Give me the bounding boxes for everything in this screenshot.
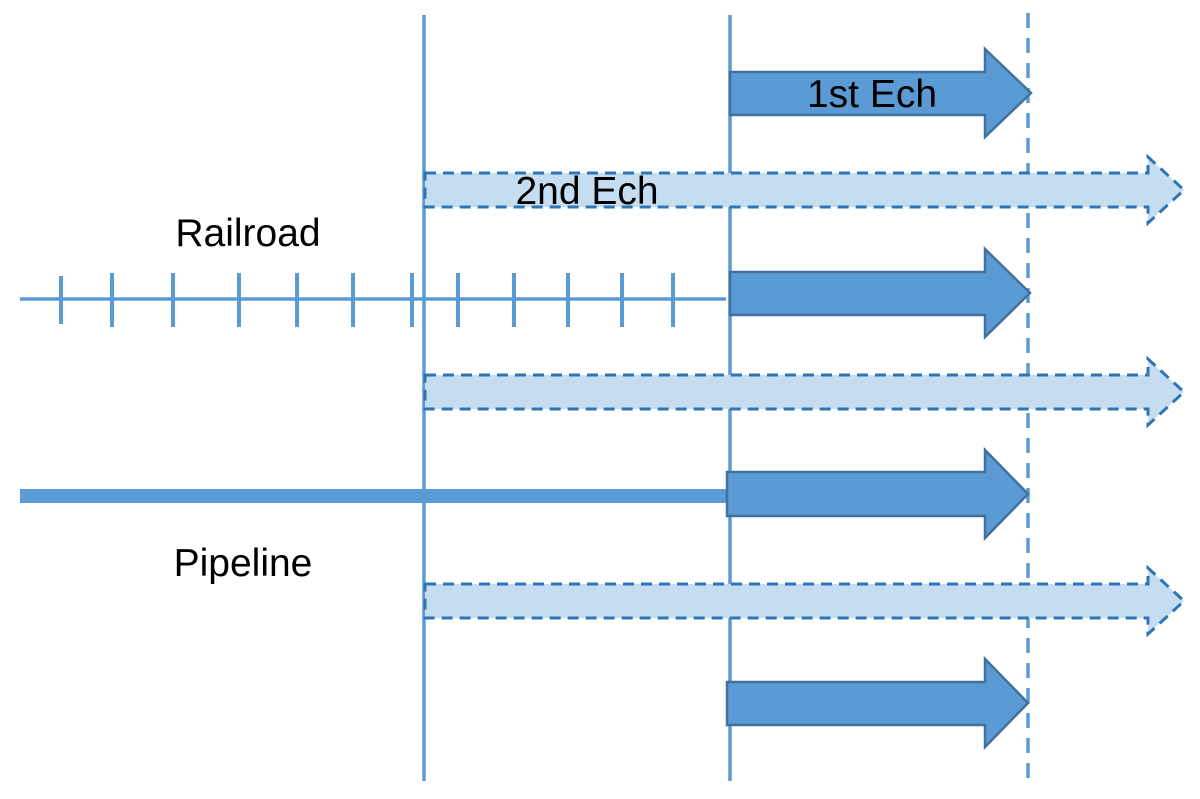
- pipeline-bar: [20, 489, 727, 503]
- pipeline-label: Pipeline: [174, 542, 313, 585]
- second-echelon-label: 2nd Ech: [515, 170, 658, 213]
- pipeline-solid-arrow: [725, 446, 1030, 542]
- railroad-track: [20, 273, 726, 327]
- railroad-solid-arrow: [728, 246, 1032, 340]
- first-echelon-arrow: [728, 46, 1033, 140]
- railroad-dashed-arrow: [423, 355, 1187, 429]
- second-echelon-arrow: [423, 153, 1187, 227]
- first-echelon-label: 1st Ech: [807, 73, 937, 116]
- pipeline-dashed-arrow: [423, 564, 1187, 638]
- railroad-label: Railroad: [175, 212, 320, 255]
- bottom-solid-arrow: [725, 655, 1030, 751]
